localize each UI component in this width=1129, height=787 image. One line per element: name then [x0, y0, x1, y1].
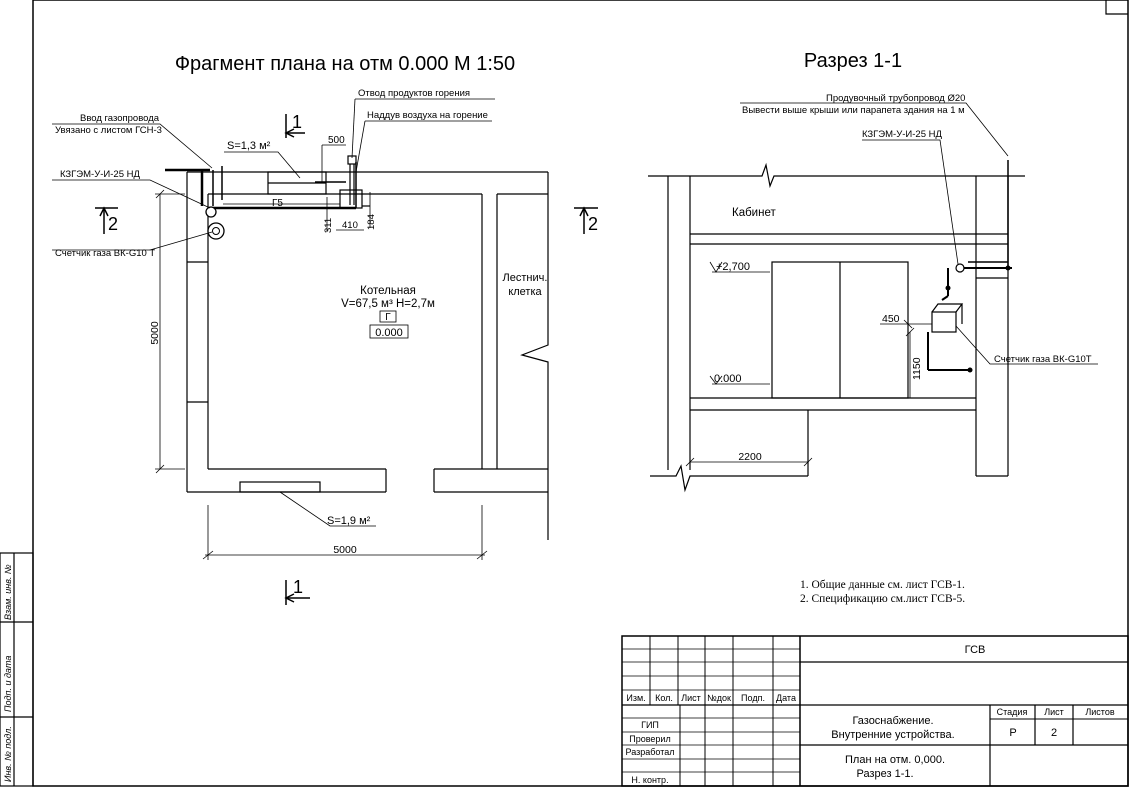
tb-stage-header: Стадия	[997, 707, 1028, 717]
tb-role-norm-control: Н. контр.	[631, 775, 668, 785]
stamp-replace-inv: Взам. инв. №	[3, 564, 13, 620]
plan-room-level: 0.000	[375, 327, 403, 339]
plan-valve-label: КЗГЭМ-У-И-25 НД	[60, 169, 140, 180]
section-meter-box	[931, 311, 957, 333]
section-meter-label: Счетчик газа ВК-G10Т	[994, 354, 1092, 365]
plan-title: Фрагмент плана на отм 0.000 М 1:50	[175, 53, 515, 75]
plan-flue-device	[339, 155, 370, 209]
section-purge-note: Вывести выше крыши или парапета здания н…	[742, 105, 965, 116]
note-2: 2. Спецификацию см.лист ГСВ-5.	[800, 593, 965, 605]
plan-dim-height: 5000	[149, 321, 161, 345]
section-dims	[685, 319, 932, 467]
section-marker-2-left	[95, 206, 118, 234]
section-gas-piping	[927, 160, 1012, 371]
tb-document-code: ГСВ	[965, 644, 986, 656]
plan-air-label: Наддув воздуха на горение	[367, 110, 488, 121]
plan-meter-label: Счетчик газа ВК-G10 Т	[55, 248, 155, 259]
tb-project-title-1: Газоснабжение.	[852, 715, 933, 727]
section-dim-2200: 2200	[738, 451, 762, 463]
plan-meter-core	[212, 227, 220, 235]
tb-sheets-header: Листов	[1085, 707, 1114, 717]
plan-flue-dims	[223, 144, 371, 232]
plan-valve-symbol	[205, 206, 217, 218]
plan-top-area-leader	[224, 151, 301, 179]
section-dim-1150: 1150	[911, 357, 923, 380]
section-1-label-top: 1	[292, 112, 302, 132]
section-marker-1-bottom	[284, 580, 310, 605]
plan-gas-piping	[165, 162, 357, 210]
plan-meter-symbol	[207, 222, 225, 240]
tb-sheet-title-1: План на отм. 0,000.	[845, 754, 945, 766]
corner-tab	[1105, 0, 1128, 15]
sheet-border	[32, 0, 1129, 787]
tb-role-developed: Разработал	[626, 747, 675, 757]
section-pipe-joint-2	[967, 367, 973, 373]
side-stamp	[0, 552, 34, 787]
tb-project-title-2: Внутренние устройства.	[831, 729, 954, 741]
section-pipe-joint-1	[1005, 265, 1011, 271]
section-room-name: Кабинет	[732, 207, 776, 219]
tb-col-ndok: №док	[707, 693, 731, 703]
tb-sheet-header: Лист	[1044, 707, 1064, 717]
section-structure	[648, 162, 1025, 493]
plan-room-category: Г	[385, 312, 391, 323]
section-2-label-left: 2	[108, 214, 118, 234]
tb-col-podp: Подп.	[741, 693, 765, 703]
plan-stair-label-2: клетка	[508, 286, 542, 298]
tb-col-izm: Изм.	[626, 693, 645, 703]
tb-stage-value: Р	[1009, 727, 1016, 739]
section-valve-label: КЗГЭМ-У-И-25 НД	[862, 129, 942, 140]
tb-role-checked: Проверил	[629, 734, 670, 744]
plan-stair-label: Лестнич.	[503, 272, 548, 284]
plan-room-params: V=67,5 м³ Н=2,7м	[341, 298, 435, 310]
tb-col-kol: Кол.	[655, 693, 673, 703]
tb-sheet-title-2: Разрез 1-1.	[856, 768, 913, 780]
section-purge-label: Продувочный трубопровод Ø20	[826, 93, 965, 104]
section-pipe-joint-3	[945, 285, 951, 291]
tb-role-gip: ГИП	[641, 720, 659, 730]
section-dim-450: 450	[882, 313, 900, 325]
plan-bottom-opening-area: S=1,9 м²	[327, 515, 371, 527]
stamp-sign-date: Подп. и дата	[3, 656, 13, 712]
plan-overall-dims	[155, 189, 488, 560]
section-marker-2-right	[574, 206, 598, 234]
plan-dim-410: 410	[342, 220, 358, 231]
plan-pipe-tag: Г5	[272, 198, 283, 209]
title-block-grid	[621, 635, 1129, 787]
plan-top-opening-area: S=1,3 м²	[227, 140, 271, 152]
stamp-orig-inv: Инв. № подл.	[3, 726, 13, 782]
section-meter-top	[931, 303, 964, 313]
plan-dim-500: 500	[328, 135, 345, 146]
plan-walls	[186, 171, 549, 540]
section-leaders	[740, 102, 1098, 365]
section-title: Разрез 1-1	[804, 50, 902, 72]
plan-bottom-area-leader	[279, 491, 376, 527]
section-level-marks	[709, 261, 770, 385]
plan-flue-label: Отвод продуктов горения	[358, 88, 470, 99]
section-2-label-right: 2	[588, 214, 598, 234]
plan-room-name: Котельная	[360, 285, 416, 297]
section-level-zero: 0.000	[714, 373, 742, 385]
plan-dim-width: 5000	[333, 544, 357, 556]
plan-gas-inlet-label: Ввод газопровода	[80, 113, 160, 124]
plan-leaders	[52, 98, 495, 251]
plan-dim-311: 311	[323, 218, 334, 233]
plan-room-level-box	[369, 324, 409, 339]
tb-sheet-value: 2	[1051, 727, 1057, 739]
tb-col-data: Дата	[776, 693, 796, 703]
section-valve-symbol	[955, 263, 965, 273]
note-1: 1. Общие данные см. лист ГСВ-1.	[800, 579, 965, 591]
section-marker-1-top	[284, 114, 305, 138]
plan-gas-inlet-ref: Увязано с листом ГСН-3	[55, 125, 162, 136]
plan-dim-184: 184	[366, 214, 377, 230]
section-level-upper: +2,700	[716, 261, 750, 273]
tb-col-list: Лист	[681, 693, 701, 703]
plan-room-cat-box	[379, 310, 397, 323]
section-1-label-bottom: 1	[293, 577, 303, 597]
